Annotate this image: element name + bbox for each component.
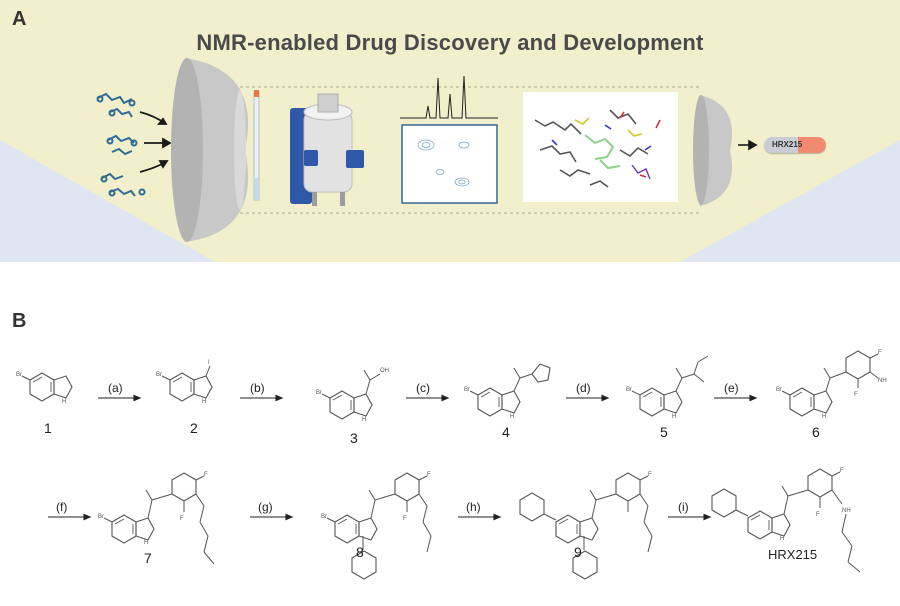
step-label: (c) (416, 381, 430, 395)
synthesis-scheme: Br H Br I H Br OH H Br (16, 350, 887, 580)
compound-2-structure: Br I H (156, 360, 213, 405)
panel-a-illustration (0, 0, 900, 262)
svg-text:Br: Br (626, 387, 632, 393)
compound-8-structure: Br F F (321, 472, 432, 580)
nmr-spectrum-2d-icon (401, 124, 498, 204)
compound-4-structure: Br H (464, 363, 551, 420)
compound-number: 9 (574, 544, 582, 560)
svg-text:Br: Br (98, 514, 104, 520)
svg-text:F: F (878, 350, 882, 356)
hrx215-pill-label: HRX215 (772, 140, 803, 149)
svg-text:F: F (403, 516, 407, 522)
svg-text:Br: Br (316, 390, 322, 396)
svg-text:H: H (62, 399, 66, 405)
svg-text:F: F (427, 472, 431, 478)
svg-text:H: H (362, 417, 366, 423)
nmr-tube-icon (253, 90, 260, 201)
step-label: (g) (258, 500, 273, 514)
compound-number: 2 (190, 420, 198, 436)
svg-text:H: H (510, 414, 514, 420)
compound-3-structure: Br OH H (316, 368, 389, 423)
compound-number: 6 (812, 424, 820, 440)
svg-text:Br: Br (16, 372, 22, 378)
step-label: (b) (250, 381, 265, 395)
dotted-tube (240, 86, 700, 214)
svg-text:H: H (144, 540, 148, 546)
compound-6-structure: Br F NH F H (776, 350, 887, 420)
panel-b: B Br H (0, 300, 900, 606)
svg-text:F: F (204, 472, 208, 478)
right-side-shape (680, 140, 900, 262)
nmr-spectrum-1d-icon (400, 75, 498, 119)
step-label: (h) (466, 500, 481, 514)
left-side-shape (0, 140, 215, 262)
hrx215-structure: F F NH H (711, 468, 861, 573)
svg-text:F: F (840, 468, 844, 474)
svg-text:F: F (854, 392, 858, 398)
svg-text:OH: OH (380, 368, 389, 374)
compound-number: 8 (356, 544, 364, 560)
svg-text:H: H (672, 414, 676, 420)
svg-text:NH: NH (878, 378, 887, 384)
svg-text:Br: Br (776, 387, 782, 393)
nmr-magnet-icon (290, 93, 364, 206)
input-arrows-icon (139, 111, 172, 173)
svg-text:I: I (208, 360, 210, 366)
svg-text:NH: NH (842, 508, 851, 514)
ligand-molecules-icon (96, 92, 146, 197)
reaction-arrows (48, 394, 758, 521)
compound-number: 4 (502, 424, 510, 440)
compound-7-structure: Br F F H (98, 472, 215, 565)
step-label: (i) (678, 500, 689, 514)
small-funnel-icon (693, 95, 732, 206)
svg-text:H: H (202, 399, 206, 405)
step-label: (f) (56, 500, 68, 514)
compound-9-structure: F (519, 472, 653, 580)
hrx215-pill: HRX215 (764, 137, 826, 153)
step-label: (d) (576, 381, 591, 395)
svg-text:Br: Br (156, 372, 162, 378)
svg-text:F: F (180, 516, 184, 522)
svg-text:F: F (648, 472, 652, 478)
compound-number: 5 (660, 424, 668, 440)
panel-a: A NMR-enabled Drug Discovery and Develop… (0, 0, 900, 262)
compound-number: 3 (350, 430, 358, 446)
panel-b-letter: B (12, 310, 27, 332)
compound-1-structure: Br H (16, 372, 73, 405)
svg-text:Br: Br (321, 514, 327, 520)
svg-text:Br: Br (464, 387, 470, 393)
compound-name-hrx215: HRX215 (768, 547, 818, 562)
panel-a-letter: A (12, 8, 27, 30)
svg-text:F: F (816, 512, 820, 518)
figure-title: NMR-enabled Drug Discovery and Developme… (196, 30, 704, 55)
output-arrow-icon (738, 139, 758, 151)
svg-text:H: H (822, 414, 826, 420)
step-label: (e) (724, 381, 739, 395)
compound-number: 7 (144, 550, 152, 566)
binding-structure-icon (523, 92, 678, 202)
step-label: (a) (108, 381, 123, 395)
compound-5-structure: Br H (626, 355, 709, 420)
compound-number: 1 (44, 420, 52, 436)
big-funnel-icon (171, 58, 249, 242)
svg-text:H: H (780, 536, 784, 542)
